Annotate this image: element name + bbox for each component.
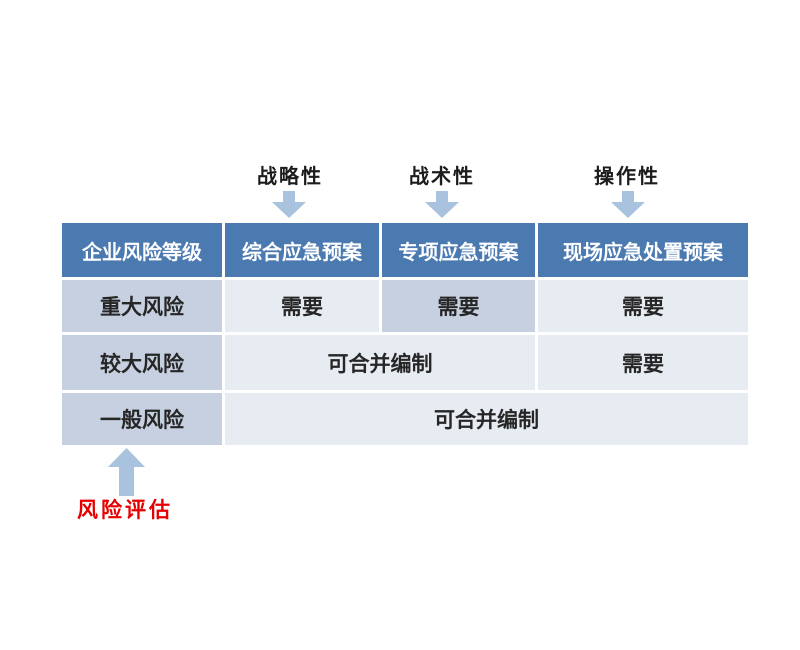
header-cell-onsite-plan: 现场应急处置预案 (538, 223, 748, 277)
data-cell: 需要 (225, 280, 379, 332)
down-arrow-shape (272, 191, 306, 218)
data-cell: 需要 (538, 280, 748, 332)
up-arrow-shape (108, 448, 145, 496)
row-level-cell: 较大风险 (62, 335, 222, 390)
down-arrow-shape (611, 191, 645, 218)
risk-assessment-label: 风险评估 (77, 497, 173, 522)
data-cell-highlighted: 需要 (382, 280, 535, 332)
label-strategic: 战略性 (257, 164, 323, 188)
up-arrow-icon (108, 448, 145, 496)
row-level-cell: 重大风险 (62, 280, 222, 332)
risk-plan-table: 企业风险等级 综合应急预案 专项应急预案 现场应急处置预案 重大风险 需要 需要… (62, 223, 748, 445)
data-cell: 需要 (538, 335, 748, 390)
down-arrow-icon (425, 191, 459, 218)
down-arrow-icon (272, 191, 306, 218)
row-level-cell: 一般风险 (62, 393, 222, 445)
down-arrow-icon (611, 191, 645, 218)
header-cell-special-plan: 专项应急预案 (382, 223, 535, 277)
label-tactical: 战术性 (409, 164, 475, 188)
data-cell-merged: 可合并编制 (225, 393, 748, 445)
label-operational: 操作性 (594, 164, 660, 188)
header-cell-comprehensive-plan: 综合应急预案 (225, 223, 379, 277)
down-arrow-shape (425, 191, 459, 218)
data-cell-merged: 可合并编制 (225, 335, 535, 390)
header-cell-risk-level: 企业风险等级 (62, 223, 222, 277)
